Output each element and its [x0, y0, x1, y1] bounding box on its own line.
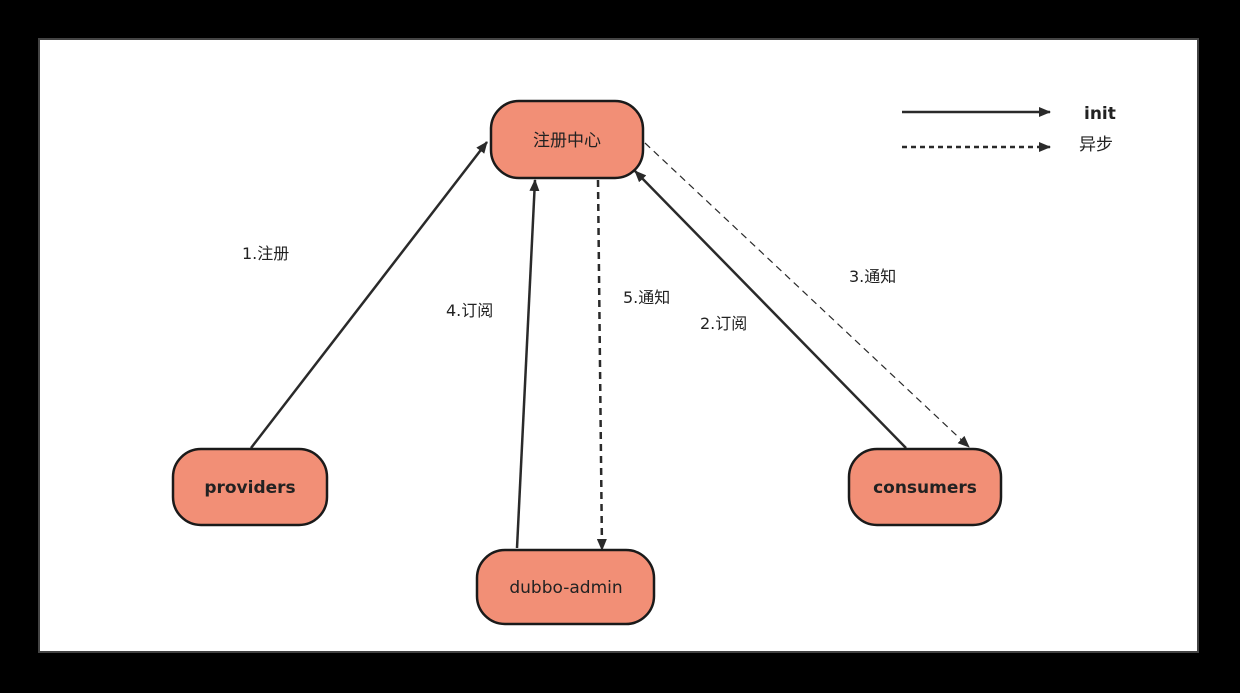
node-registry: 注册中心 — [489, 99, 645, 180]
edge-consumer-notify — [644, 142, 970, 448]
edge-label-consumer-subscribe: 2.订阅 — [700, 314, 747, 333]
legend-dashed-label: 异步 — [1079, 135, 1113, 155]
edge-label-provider-register: 1.注册 — [242, 244, 289, 263]
architecture-diagram: 注册中心 providers consumers dubbo-admin 1.注… — [171, 99, 1116, 626]
node-consumers-label: consumers — [873, 478, 977, 498]
legend: init 异步 — [902, 104, 1116, 155]
node-dubbo-admin: dubbo-admin — [475, 548, 656, 626]
node-consumers: consumers — [847, 447, 1003, 527]
edge-label-admin-subscribe: 4.订阅 — [446, 301, 493, 320]
diagram-canvas: 注册中心 providers consumers dubbo-admin 1.注… — [38, 38, 1199, 653]
edge-consumer-subscribe — [634, 170, 907, 449]
edge-admin-subscribe — [515, 179, 540, 549]
edge-provider-register — [250, 141, 488, 449]
edge-label-admin-notify: 5.通知 — [623, 288, 670, 307]
edge-label-consumer-notify: 3.通知 — [849, 267, 896, 286]
node-providers: providers — [171, 447, 329, 527]
node-registry-label: 注册中心 — [533, 131, 601, 151]
edge-admin-notify — [596, 179, 607, 551]
node-dubbo-admin-label: dubbo-admin — [509, 578, 622, 598]
legend-solid-label: init — [1084, 104, 1116, 124]
node-providers-label: providers — [204, 478, 295, 498]
